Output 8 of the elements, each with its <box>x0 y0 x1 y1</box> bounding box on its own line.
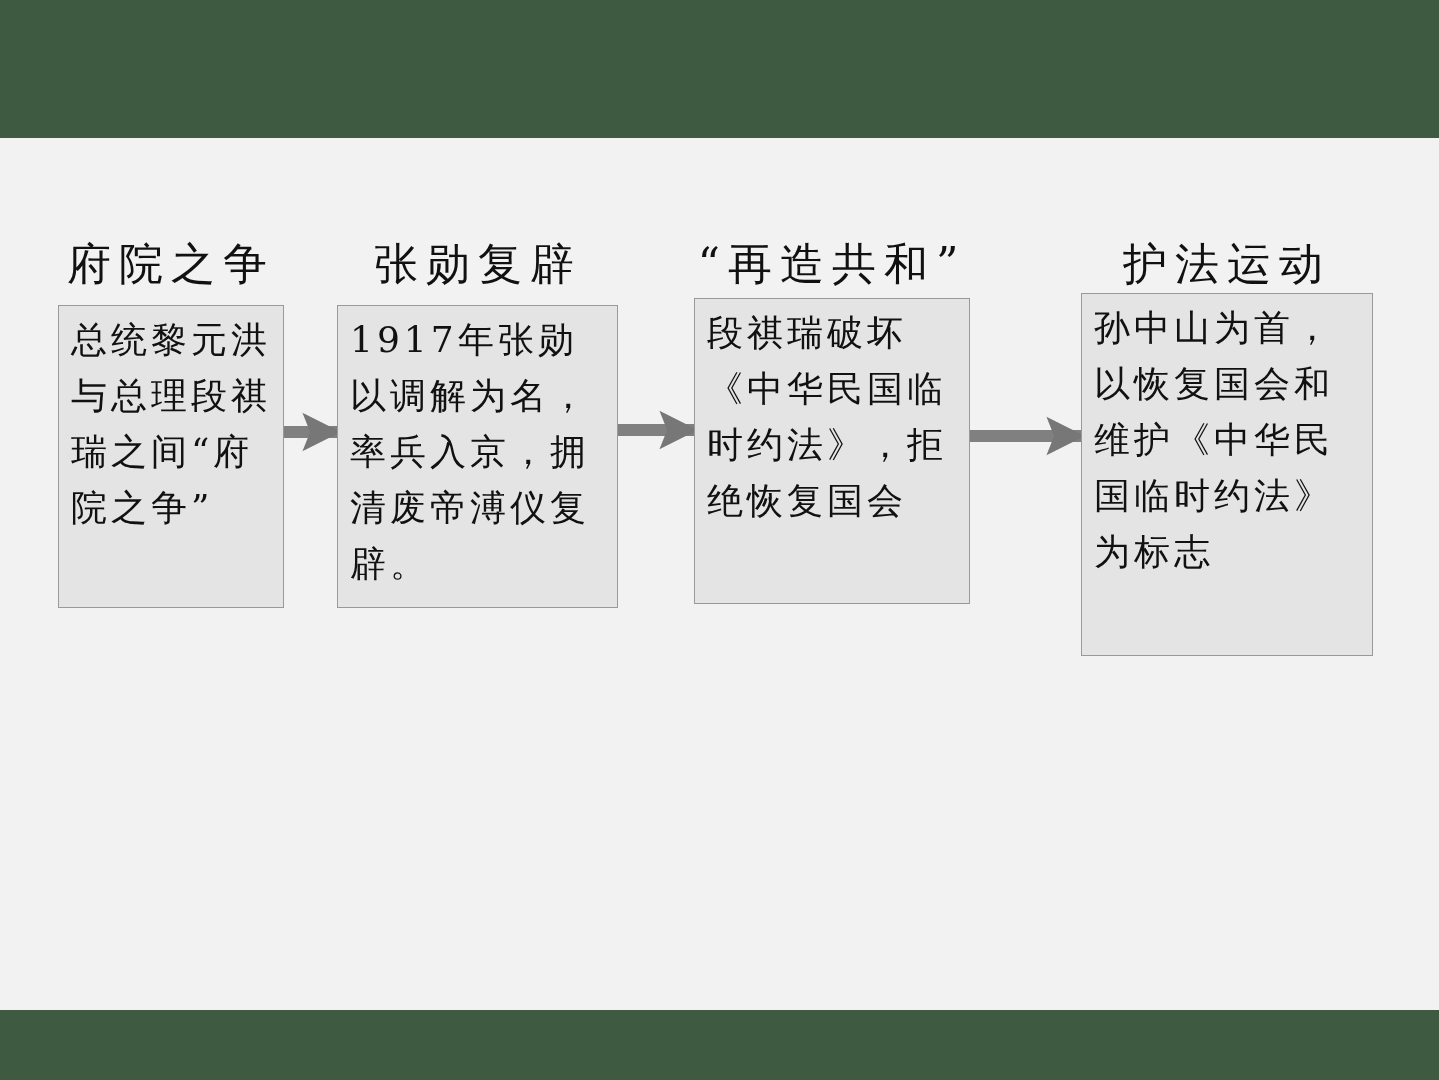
text-box: 1917年张勋以调解为名，率兵入京，拥清废帝溥仪复辟。 <box>337 305 618 608</box>
heading: 护法运动 <box>1122 237 1332 291</box>
heading: 府院之争 <box>66 237 276 291</box>
heading: “再造共和” <box>696 237 968 291</box>
text-box: 孙中山为首，以恢复国会和维护《中华民国临时约法》为标志 <box>1081 293 1373 656</box>
text-box: 总统黎元洪与总理段祺瑞之间“府院之争” <box>58 305 284 608</box>
heading: 张勋复辟 <box>372 237 583 291</box>
text-box: 段祺瑞破坏《中华民国临时约法》，拒绝恢复国会 <box>694 298 970 604</box>
